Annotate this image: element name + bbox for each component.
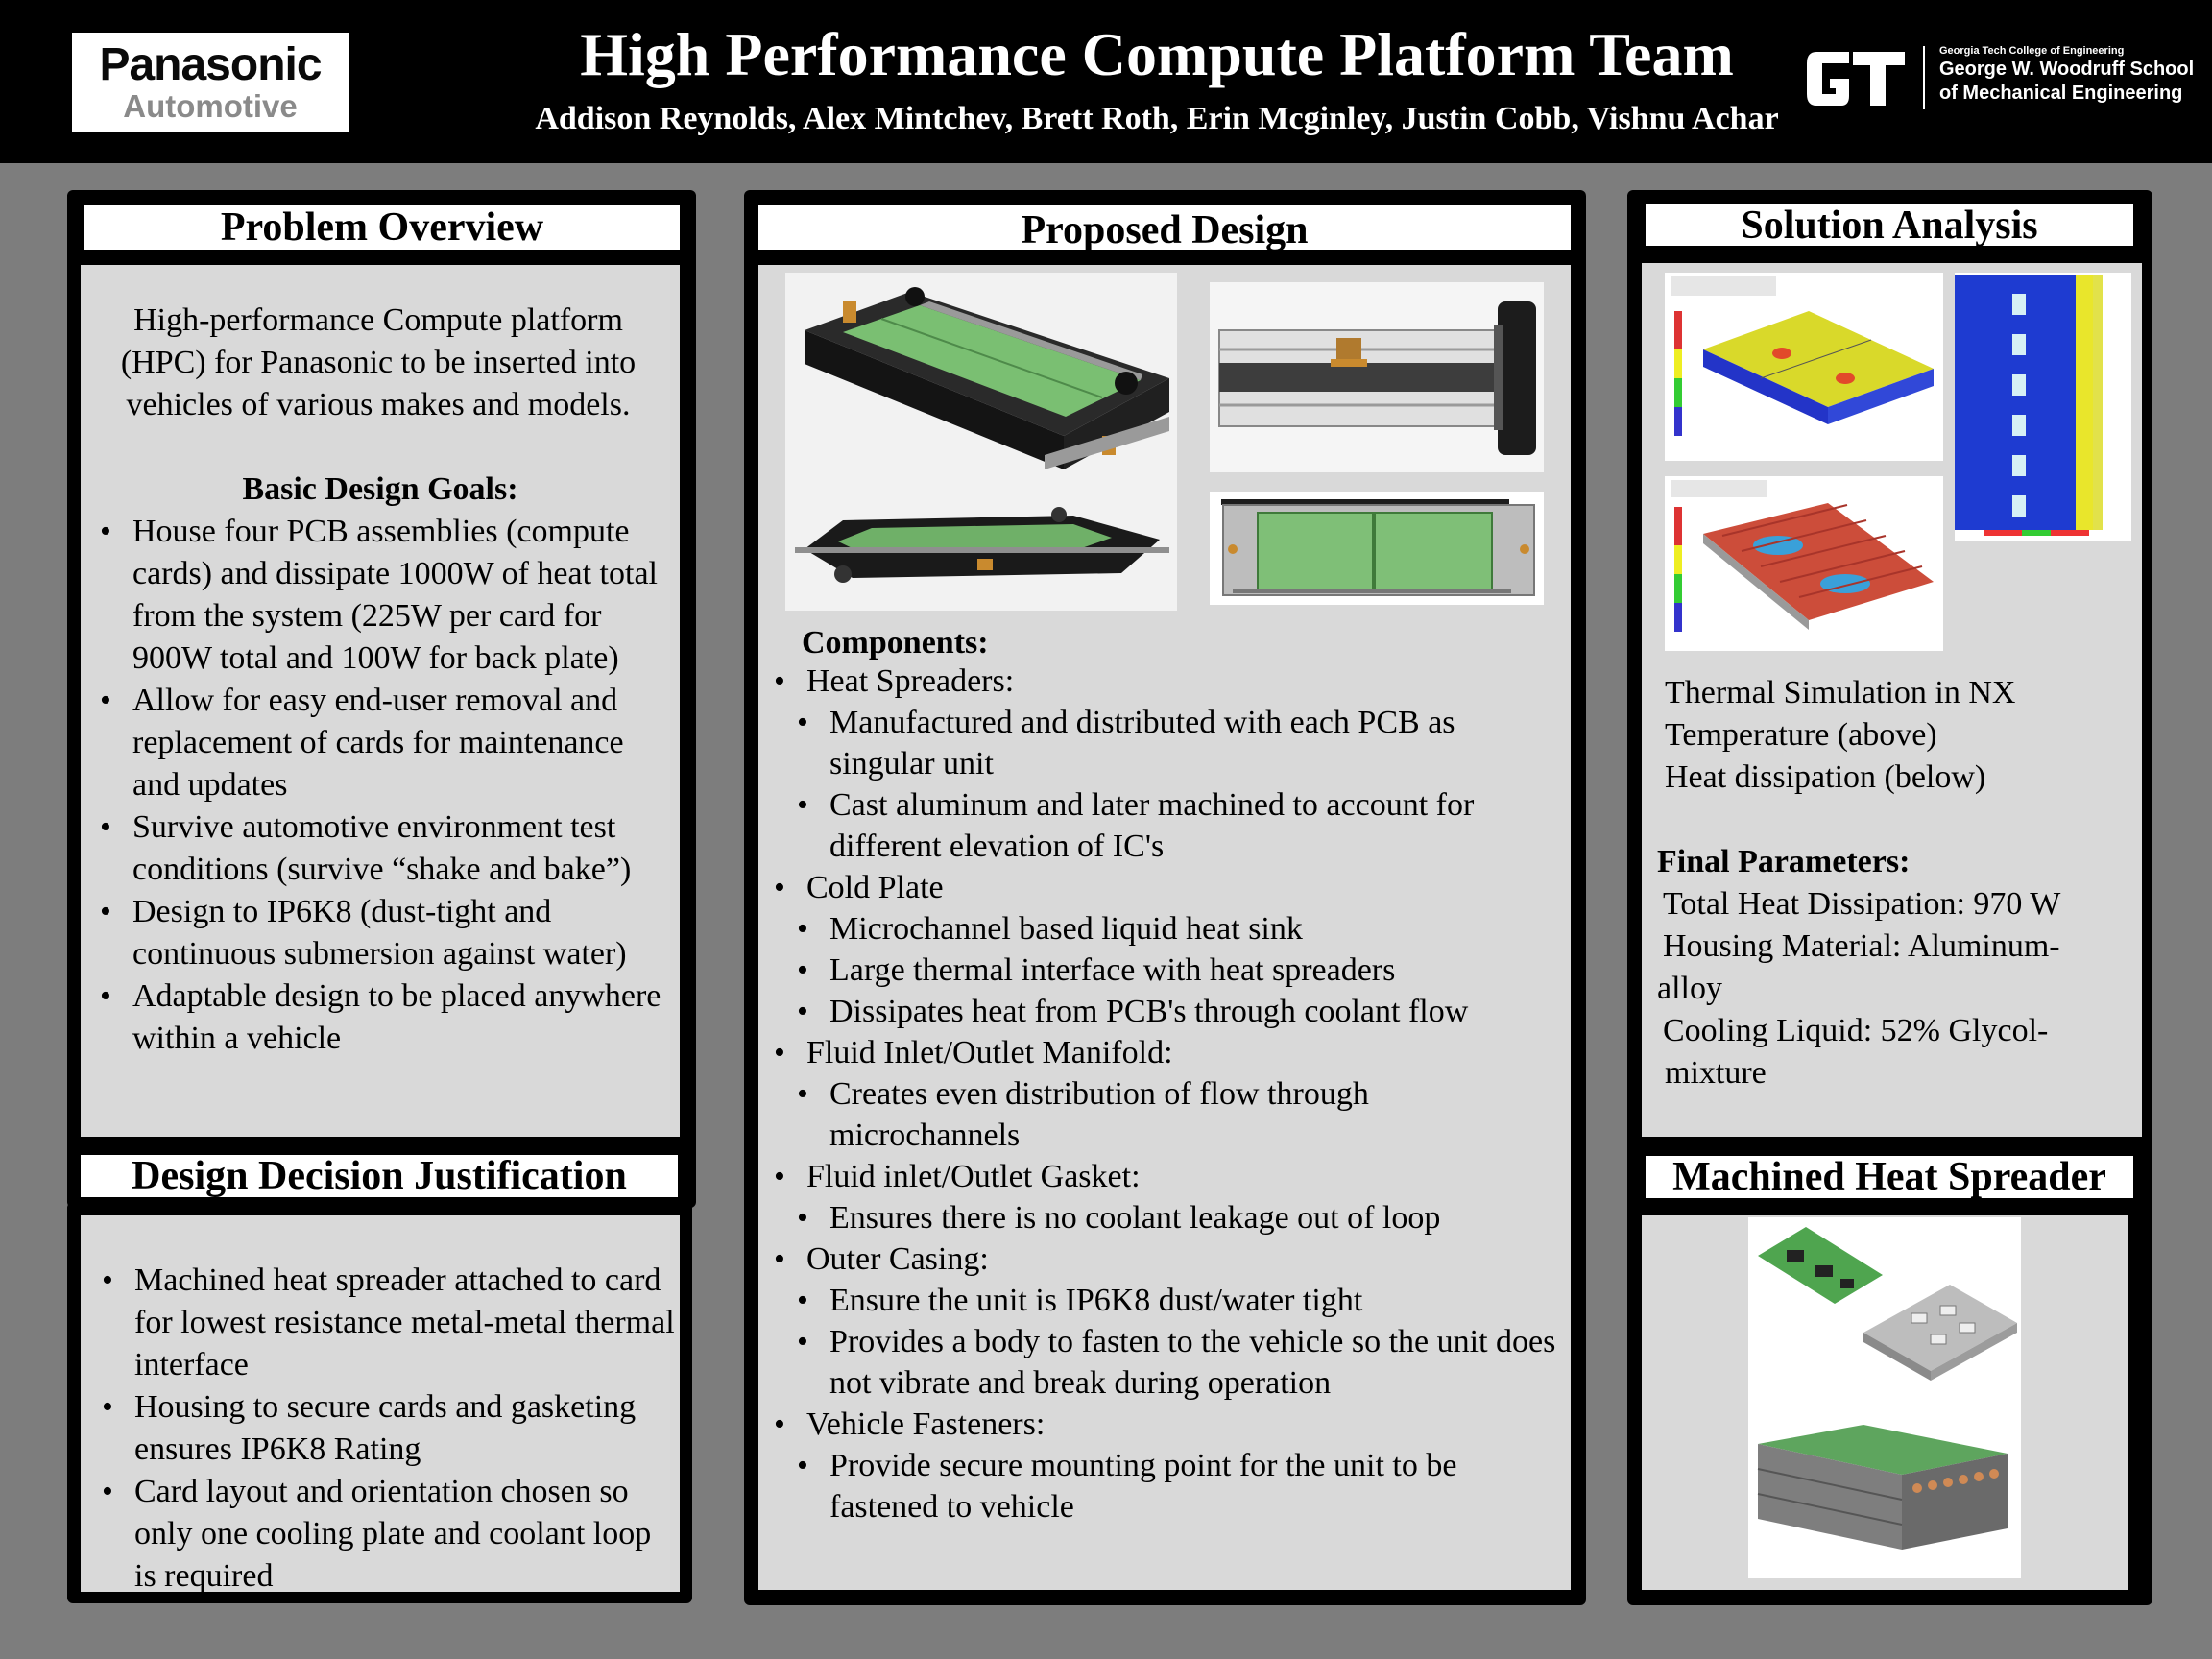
- problem-overview-panel: Problem Overview High-performance Comput…: [67, 190, 696, 1208]
- proposed-design-content: Components: Heat Spreaders:Manufactured …: [758, 265, 1571, 1590]
- design-goals-heading: Basic Design Goals:: [242, 471, 518, 507]
- final-parameters-list: Total Heat Dissipation: 970 W Housing Mat…: [1657, 883, 2133, 1094]
- justification-list: Machined heat spreader attached to card …: [100, 1260, 676, 1598]
- justification-item: Housing to secure cards and gasketing en…: [100, 1386, 676, 1471]
- simulation-caption-line: Thermal Simulation in NX: [1665, 675, 2016, 710]
- components-list: Heat Spreaders:Manufactured and distribu…: [772, 661, 1565, 1527]
- component-name: Outer Casing:: [772, 1238, 1565, 1280]
- justification-item: Card layout and orientation chosen so on…: [100, 1471, 676, 1598]
- component-detail-item: Creates even distribution of flow throug…: [772, 1073, 1565, 1156]
- heat-spreader-exploded-image: [1748, 1217, 2021, 1386]
- component-detail-item: Large thermal interface with heat spread…: [772, 950, 1565, 991]
- panasonic-logo: Panasonic Automotive: [72, 33, 349, 132]
- component-detail-list: Creates even distribution of flow throug…: [772, 1073, 1565, 1156]
- problem-overview-content: High-performance Compute platform (HPC) …: [81, 265, 680, 1137]
- solution-analysis-panel: Solution Analysis: [1627, 190, 2152, 1605]
- top-view-render: [1210, 492, 1544, 605]
- panasonic-logo-line2: Automotive: [123, 88, 298, 124]
- component-detail-list: Provide secure mounting point for the un…: [772, 1445, 1565, 1527]
- isometric-render: [785, 273, 1177, 492]
- poster-authors: Addison Reynolds, Alex Mintchev, Brett R…: [535, 101, 1779, 136]
- logo-divider: [1923, 46, 1925, 109]
- solution-analysis-heading: Solution Analysis: [1646, 204, 2133, 248]
- problem-overview-heading: Problem Overview: [84, 205, 680, 250]
- proposed-design-panel: Proposed Design: [744, 190, 1586, 1605]
- justification-item: Machined heat spreader attached to card …: [100, 1260, 676, 1386]
- machined-heat-spreader-heading: Machined Heat Spreader: [1646, 1156, 2133, 1198]
- component-name: Fluid inlet/Outlet Gasket:: [772, 1156, 1565, 1197]
- component-detail-item: Provide secure mounting point for the un…: [772, 1445, 1565, 1527]
- simulation-caption: Thermal Simulation in NX Temperature (abo…: [1665, 672, 2135, 799]
- component-detail-item: Manufactured and distributed with each P…: [772, 702, 1565, 784]
- panasonic-logo-line1: Panasonic: [99, 39, 322, 90]
- gt-monogram-icon: [1807, 52, 1905, 106]
- simulation-caption-line: Temperature (above): [1665, 717, 1937, 753]
- simulation-caption-line: Heat dissipation (below): [1665, 759, 1986, 795]
- georgia-tech-logo: Georgia Tech College of Engineering Geor…: [1803, 42, 2197, 115]
- component-detail-item: Cast aluminum and later machined to acco…: [772, 784, 1565, 867]
- problem-intro: High-performance Compute platform (HPC) …: [120, 302, 637, 422]
- gt-logo-text: Georgia Tech College of Engineering Geor…: [1939, 44, 2194, 106]
- section-render: [1210, 282, 1544, 472]
- header-bar: Panasonic Automotive High Performance Co…: [0, 0, 2212, 163]
- gt-logo-college: Georgia Tech College of Engineering: [1939, 45, 2125, 57]
- temperature-simulation-image: [1665, 273, 1943, 461]
- design-goal-item: House four PCB assemblies (compute cards…: [98, 511, 674, 680]
- component-detail-list: Microchannel based liquid heat sinkLarge…: [772, 908, 1565, 1032]
- final-parameter-line: Total Heat Dissipation: 970 W: [1663, 886, 2061, 922]
- justification-panel: Machined heat spreader attached to card …: [67, 1202, 692, 1603]
- component-name: Heat Spreaders:: [772, 661, 1565, 702]
- component-detail-list: Ensures there is no coolant leakage out …: [772, 1197, 1565, 1238]
- heat-spreader-assembly-image: [1748, 1386, 2021, 1578]
- design-goal-item: Adaptable design to be placed anywhere w…: [98, 975, 674, 1060]
- design-goal-item: Design to IP6K8 (dust-tight and continuo…: [98, 891, 674, 975]
- component-detail-item: Provides a body to fasten to the vehicle…: [772, 1321, 1565, 1404]
- design-goals-list: House four PCB assemblies (compute cards…: [98, 511, 674, 1060]
- poster-title: High Performance Compute Platform Team: [580, 20, 1734, 88]
- component-detail-list: Manufactured and distributed with each P…: [772, 702, 1565, 867]
- component-name: Vehicle Fasteners:: [772, 1404, 1565, 1445]
- final-parameter-line: mixture: [1665, 1055, 1767, 1091]
- gt-logo-school-line2: of Mechanical Engineering: [1939, 83, 2183, 104]
- component-name: Fluid Inlet/Outlet Manifold:: [772, 1032, 1565, 1073]
- design-goal-item: Allow for easy end-user removal and repl…: [98, 680, 674, 806]
- coolant-channel-image: [1955, 273, 2131, 541]
- component-name: Cold Plate: [772, 867, 1565, 908]
- components-heading: Components:: [802, 625, 989, 661]
- final-parameter-line: Housing Material: Aluminum-: [1663, 928, 2060, 964]
- component-detail-item: Ensures there is no coolant leakage out …: [772, 1197, 1565, 1238]
- final-parameter-line: Cooling Liquid: 52% Glycol-: [1663, 1013, 2049, 1048]
- justification-heading: Design Decision Justification: [81, 1155, 678, 1197]
- component-detail-list: Ensure the unit is IP6K8 dust/water tigh…: [772, 1280, 1565, 1404]
- justification-content: Machined heat spreader attached to card …: [81, 1215, 680, 1594]
- final-parameter-line: alloy: [1657, 971, 1722, 1006]
- proposed-design-heading: Proposed Design: [758, 205, 1571, 252]
- final-parameters-heading: Final Parameters:: [1657, 844, 1911, 879]
- gt-logo-school-line1: George W. Woodruff School: [1939, 59, 2195, 80]
- design-goal-item: Survive automotive environment test cond…: [98, 806, 674, 891]
- component-detail-item: Dissipates heat from PCB's through coola…: [772, 991, 1565, 1032]
- component-detail-item: Ensure the unit is IP6K8 dust/water tigh…: [772, 1280, 1565, 1321]
- solution-analysis-content: Thermal Simulation in NX Temperature (abo…: [1642, 263, 2142, 1137]
- heat-dissipation-image: [1665, 476, 1943, 651]
- heat-spreader-content: [1642, 1215, 2128, 1590]
- side-render: [785, 492, 1177, 611]
- component-detail-item: Microchannel based liquid heat sink: [772, 908, 1565, 950]
